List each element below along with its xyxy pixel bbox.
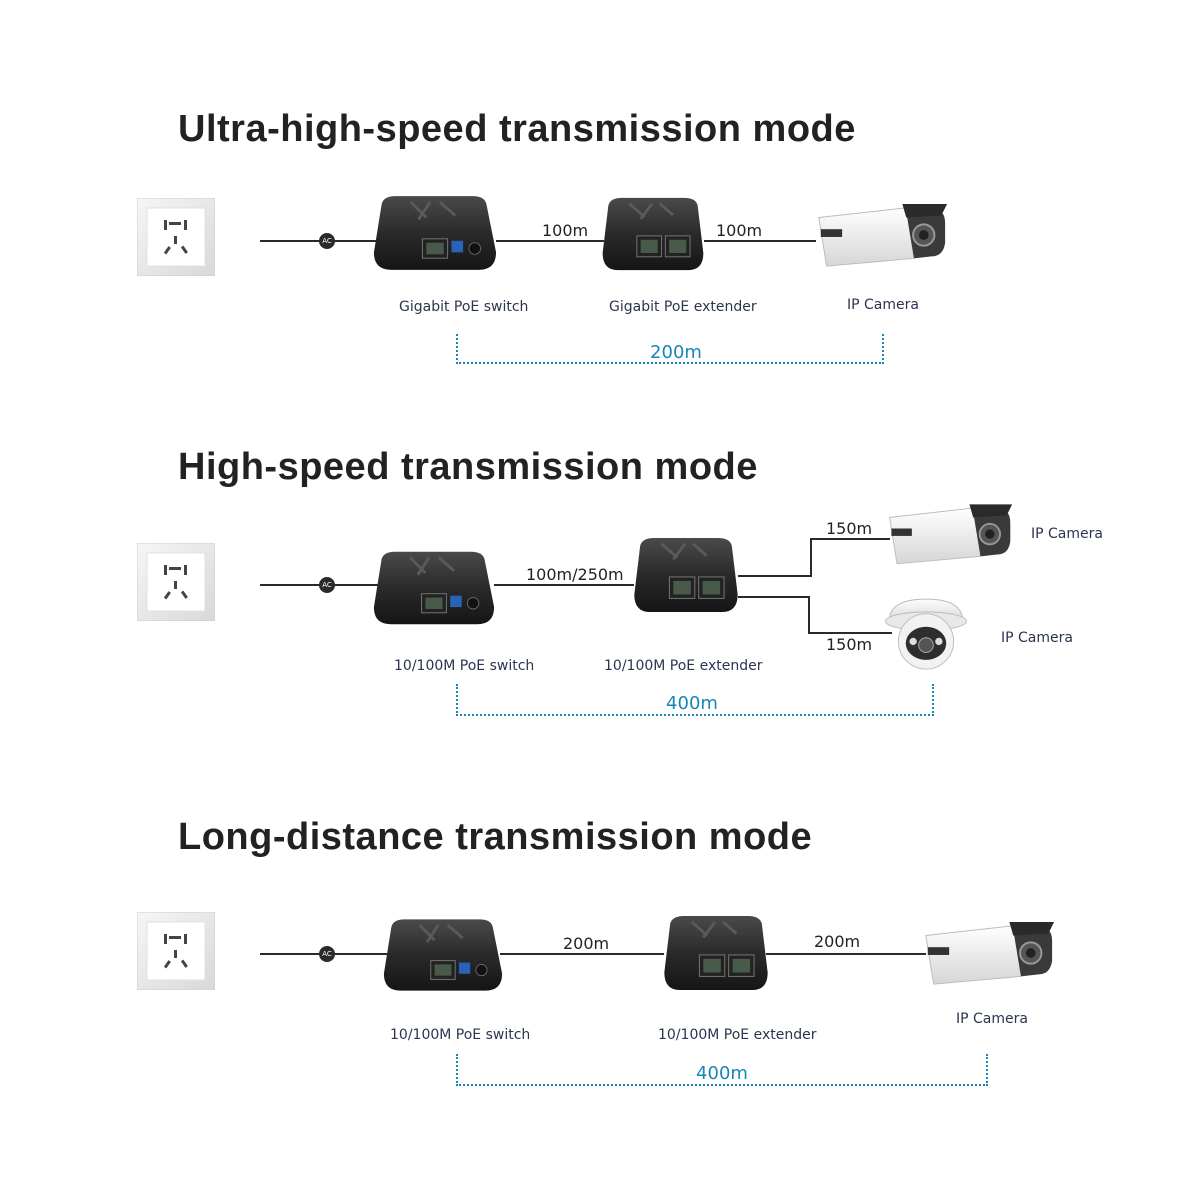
power-outlet-icon bbox=[137, 912, 215, 990]
cable-segment-1 bbox=[500, 953, 664, 955]
ip-camera-icon bbox=[812, 202, 950, 270]
camera-caption: IP Camera bbox=[956, 1011, 1028, 1027]
segment-1-distance: 200m bbox=[561, 934, 612, 953]
cable-segment-2 bbox=[704, 240, 816, 242]
poe-switch-icon bbox=[372, 546, 496, 630]
total-distance: 200m bbox=[650, 342, 702, 363]
total-distance: 400m bbox=[666, 693, 718, 714]
branch-2-distance: 150m bbox=[824, 635, 875, 654]
total-distance-bracket bbox=[456, 334, 884, 364]
extender-caption: 10/100M PoE extender bbox=[604, 658, 763, 674]
camera-caption: IP Camera bbox=[847, 297, 919, 313]
branch-cable-1b bbox=[810, 538, 812, 577]
cable-segment-1 bbox=[494, 584, 634, 586]
camera-2-caption: IP Camera bbox=[1001, 630, 1073, 646]
segment-2-distance: 200m bbox=[812, 932, 863, 951]
branch-1-distance: 150m bbox=[824, 519, 875, 538]
camera-1-caption: IP Camera bbox=[1031, 526, 1103, 542]
power-outlet-icon bbox=[137, 543, 215, 621]
poe-extender-icon bbox=[598, 196, 708, 272]
power-outlet-icon bbox=[137, 198, 215, 276]
ac-label: AC bbox=[319, 946, 335, 962]
segment-2-distance: 100m bbox=[714, 221, 765, 240]
branch-cable-2b bbox=[808, 596, 810, 634]
extender-caption: 10/100M PoE extender bbox=[658, 1027, 817, 1043]
total-distance-bracket bbox=[456, 1054, 988, 1086]
switch-caption: Gigabit PoE switch bbox=[399, 299, 529, 315]
poe-switch-icon bbox=[382, 914, 504, 996]
section-title: Ultra-high-speed transmission mode bbox=[178, 108, 856, 150]
extender-caption: Gigabit PoE extender bbox=[609, 299, 757, 315]
section-title: High-speed transmission mode bbox=[178, 446, 758, 488]
ip-camera-bullet-icon bbox=[884, 502, 1014, 568]
total-distance-bracket bbox=[456, 684, 934, 716]
switch-caption: 10/100M PoE switch bbox=[390, 1027, 531, 1043]
branch-cable-2c bbox=[808, 632, 892, 634]
branch-cable-1a bbox=[738, 575, 812, 577]
total-distance: 400m bbox=[696, 1063, 748, 1084]
poe-switch-icon bbox=[372, 194, 498, 272]
ip-camera-dome-icon bbox=[880, 592, 972, 678]
segment-1-distance: 100m/250m bbox=[524, 565, 626, 584]
ac-label: AC bbox=[319, 577, 335, 593]
poe-extender-icon bbox=[630, 536, 742, 614]
switch-caption: 10/100M PoE switch bbox=[394, 658, 535, 674]
branch-cable-2a bbox=[738, 596, 810, 598]
cable-segment-2 bbox=[766, 953, 926, 955]
cable-segment-1 bbox=[496, 240, 604, 242]
ac-label: AC bbox=[319, 233, 335, 249]
branch-cable-1c bbox=[810, 538, 890, 540]
ip-camera-icon bbox=[920, 918, 1056, 990]
poe-extender-icon bbox=[660, 914, 772, 992]
section-title: Long-distance transmission mode bbox=[178, 816, 813, 858]
segment-1-distance: 100m bbox=[540, 221, 591, 240]
